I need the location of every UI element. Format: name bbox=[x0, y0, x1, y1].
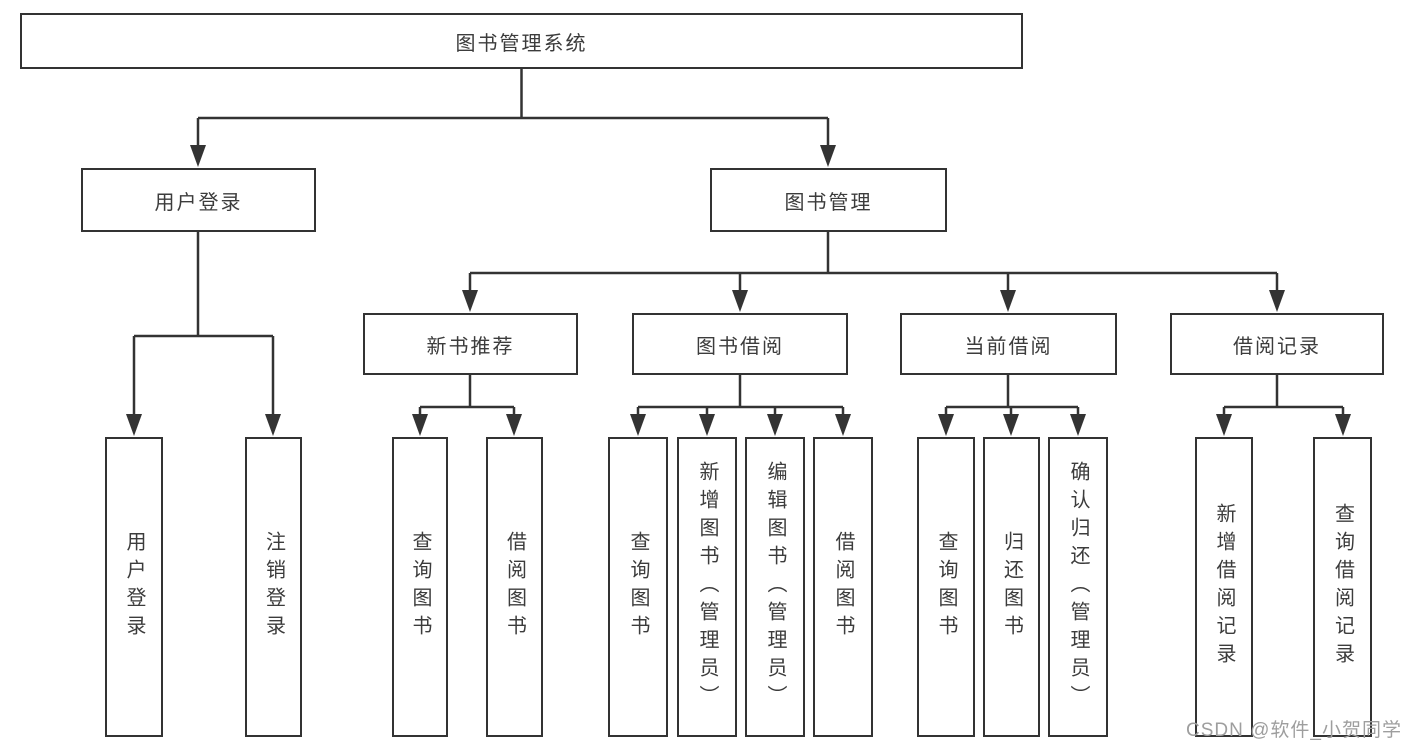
leaf-label: 借阅图书 bbox=[503, 531, 526, 643]
group-node-current-borrow: 当前借阅 bbox=[900, 313, 1117, 375]
leaf-node-add-book-admin: 新增图书（管理员） bbox=[677, 437, 737, 737]
root-node-system: 图书管理系统 bbox=[20, 13, 1023, 69]
leaf-node-query-book: 查询图书 bbox=[917, 437, 975, 737]
arrowhead-icon bbox=[1269, 290, 1285, 312]
leaf-label: 新增图书（管理员） bbox=[696, 461, 718, 713]
group-node-borrow-record: 借阅记录 bbox=[1170, 313, 1384, 375]
arrowhead-icon bbox=[1216, 414, 1232, 436]
leaf-label: 新增借阅记录 bbox=[1213, 503, 1235, 671]
leaf-node-query-borrow-record: 查询借阅记录 bbox=[1313, 437, 1372, 737]
arrowhead-icon bbox=[820, 145, 836, 167]
arrowhead-icon bbox=[767, 414, 783, 436]
leaf-label: 确认归还（管理员） bbox=[1067, 461, 1089, 713]
arrowhead-icon bbox=[630, 414, 646, 436]
arrowhead-icon bbox=[126, 414, 142, 436]
leaf-label: 查询图书 bbox=[409, 531, 431, 643]
branch-label: 图书管理 bbox=[784, 191, 873, 214]
arrowhead-icon bbox=[1003, 414, 1019, 436]
leaf-node-confirm-return-admin: 确认归还（管理员） bbox=[1048, 437, 1108, 737]
arrowhead-icon bbox=[462, 290, 478, 312]
leaf-label: 查询图书 bbox=[627, 531, 649, 643]
csdn-watermark: CSDN @软件_小贺同学 bbox=[1186, 720, 1402, 741]
leaf-node-borrow-book: 借阅图书 bbox=[486, 437, 543, 737]
leaf-node-add-borrow-record: 新增借阅记录 bbox=[1195, 437, 1253, 737]
group-label: 新书推荐 bbox=[426, 335, 515, 358]
arrowhead-icon bbox=[1000, 290, 1016, 312]
leaf-label: 用户登录 bbox=[123, 531, 145, 643]
connector-path bbox=[132, 69, 1345, 430]
group-node-new-book-recommend: 新书推荐 bbox=[363, 313, 578, 375]
arrowhead-icon bbox=[699, 414, 715, 436]
leaf-label: 归还图书 bbox=[1000, 531, 1023, 643]
leaf-node-edit-book-admin: 编辑图书（管理员） bbox=[745, 437, 805, 737]
arrowhead-icon bbox=[265, 414, 281, 436]
leaf-node-borrow-book: 借阅图书 bbox=[813, 437, 873, 737]
root-label: 图书管理系统 bbox=[455, 32, 588, 55]
arrowhead-icon bbox=[1335, 414, 1351, 436]
leaf-node-return-book: 归还图书 bbox=[983, 437, 1040, 737]
leaf-label: 注销登录 bbox=[262, 531, 285, 643]
arrowhead-icon bbox=[938, 414, 954, 436]
group-label: 当前借阅 bbox=[964, 335, 1053, 358]
branch-label: 用户登录 bbox=[154, 191, 243, 214]
leaf-label: 查询借阅记录 bbox=[1331, 503, 1354, 671]
leaf-label: 编辑图书（管理员） bbox=[764, 461, 786, 713]
branch-node-user-login: 用户登录 bbox=[81, 168, 316, 232]
leaf-node-query-book: 查询图书 bbox=[608, 437, 668, 737]
leaf-label: 借阅图书 bbox=[832, 531, 854, 643]
group-node-book-borrow: 图书借阅 bbox=[632, 313, 848, 375]
arrowhead-icon bbox=[412, 414, 428, 436]
arrowhead-icon bbox=[732, 290, 748, 312]
leaf-node-query-book: 查询图书 bbox=[392, 437, 448, 737]
arrowhead-icon bbox=[190, 145, 206, 167]
group-label: 借阅记录 bbox=[1233, 335, 1321, 358]
branch-node-book-mgmt: 图书管理 bbox=[710, 168, 947, 232]
leaf-node-user-login: 用户登录 bbox=[105, 437, 163, 737]
leaf-label: 查询图书 bbox=[935, 531, 957, 643]
arrowhead-icon bbox=[506, 414, 522, 436]
leaf-node-logout: 注销登录 bbox=[245, 437, 302, 737]
group-label: 图书借阅 bbox=[696, 335, 784, 358]
arrowhead-icon bbox=[1070, 414, 1086, 436]
arrowhead-icon bbox=[835, 414, 851, 436]
